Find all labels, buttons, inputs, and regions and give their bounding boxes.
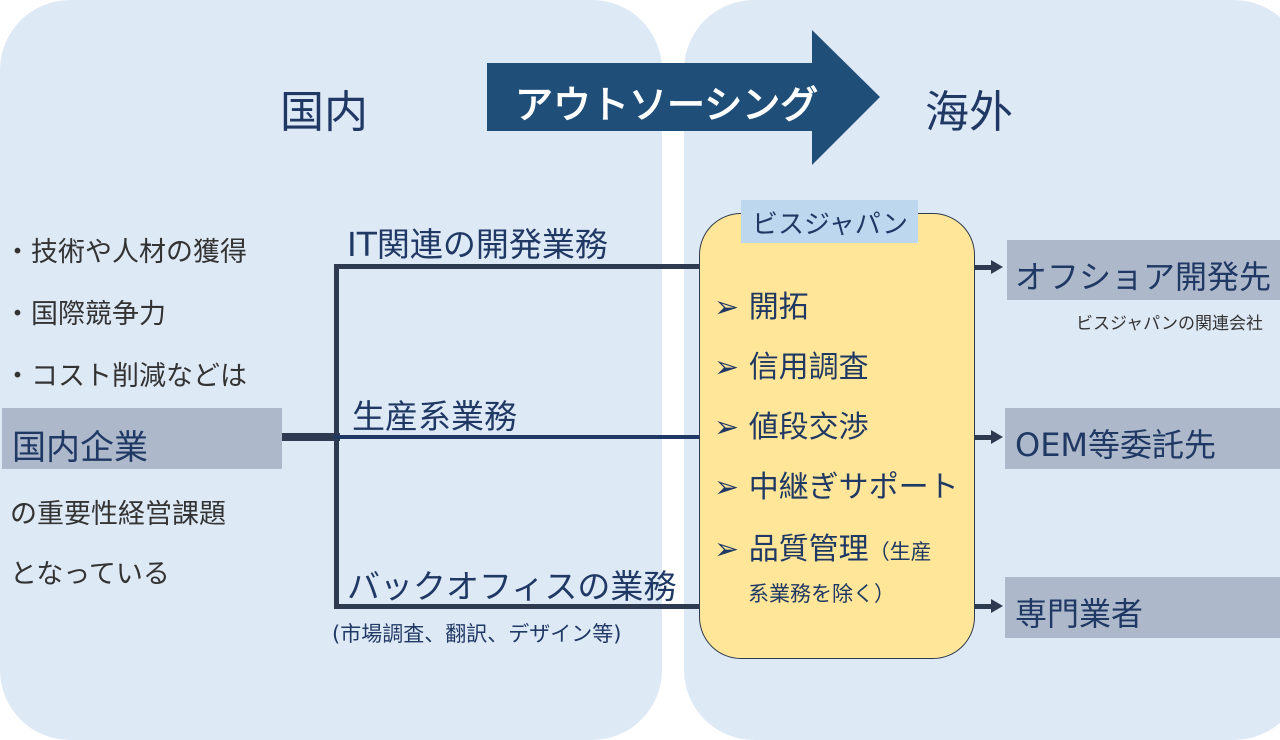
bullet-3: ・コスト削減などは [4, 361, 247, 392]
service-item: ➢ 値段交渉 [714, 402, 869, 446]
left-tail-1: の重要性経営課題 [10, 499, 226, 530]
branch-line-production [334, 435, 700, 439]
outsourcing-arrow [487, 30, 880, 165]
service-item: ➢ 品質管理（生産 [714, 524, 932, 568]
bizjapan-box [699, 213, 975, 659]
branch-line-it [334, 264, 700, 269]
service-item: ➢ 中継ぎサポート [714, 462, 959, 506]
target-box-oem [1005, 408, 1280, 469]
arrow-bullet-icon: ➢ [714, 470, 749, 505]
target-arrow-1 [975, 265, 993, 270]
target-box-specialist [1005, 577, 1280, 638]
target-offshore: オフショア開発先 [1015, 258, 1272, 296]
arrow-bullet-icon: ➢ [714, 290, 749, 325]
service-label: 信用調査 [748, 350, 869, 385]
service-note-cont: 系業務を除く） [748, 582, 895, 606]
arrow-bullet-icon: ➢ [714, 350, 749, 385]
branch-production: 生産系業務 [352, 397, 517, 436]
service-item: ➢ 開拓 [714, 282, 809, 326]
domestic-heading: 国内 [280, 87, 368, 138]
outsourcing-label: アウトソーシング [515, 83, 819, 127]
branch-note: (市場調査、翻訳、デザイン等) [332, 622, 622, 646]
target-box-offshore [1007, 240, 1280, 300]
service-label: 中継ぎサポート [748, 470, 959, 505]
domestic-company-box [2, 408, 282, 469]
bullet-2: ・国際競争力 [4, 299, 166, 330]
arrow-bullet-icon: ➢ [714, 410, 749, 445]
service-label: 品質管理 [748, 532, 869, 567]
target-oem: OEM等委託先 [1015, 426, 1217, 464]
service-label: 開拓 [748, 290, 809, 325]
arrowhead-icon [991, 260, 1003, 274]
bizjapan-label-box [741, 200, 918, 243]
bizjapan-title: ビスジャパン [752, 210, 909, 240]
arrowhead-icon [991, 430, 1003, 444]
target-note: ビスジャパンの関連会社 [1076, 314, 1263, 334]
arrowhead-icon [991, 599, 1003, 613]
branch-line-backoffice [334, 604, 700, 609]
connector [282, 433, 340, 441]
target-specialist: 専門業者 [1015, 595, 1144, 633]
domestic-company-label: 国内企業 [12, 428, 148, 468]
branch-backoffice: バックオフィスの業務 [347, 567, 677, 606]
target-arrow-2 [975, 435, 993, 440]
arrow-bullet-icon: ➢ [714, 532, 749, 567]
overseas-heading: 海外 [925, 87, 1013, 138]
service-item: ➢ 信用調査 [714, 342, 869, 386]
branch-it: IT関連の開発業務 [347, 225, 608, 264]
bullet-1: ・技術や人材の獲得 [4, 237, 247, 268]
service-label: 値段交渉 [748, 410, 869, 445]
target-arrow-3 [975, 604, 993, 609]
left-tail-2: となっている [10, 559, 170, 590]
service-note: （生産 [868, 540, 932, 564]
